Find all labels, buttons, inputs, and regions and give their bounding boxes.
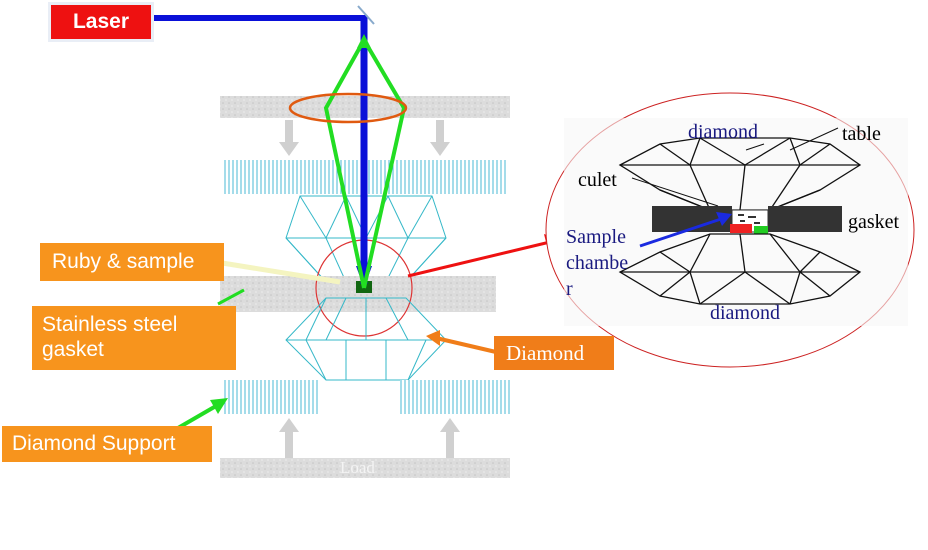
inset-particles — [738, 214, 760, 224]
inset-diamond-bottom-label: diamond — [710, 302, 780, 324]
green-beams — [323, 34, 407, 289]
inset-sample-chamber-label: Sample chambe r — [566, 224, 628, 302]
inset-sample-green — [754, 226, 768, 234]
inset-culet-label: culet — [578, 169, 617, 191]
lens-ellipse — [288, 92, 408, 124]
gasket-label: Stainless steel gasket — [32, 306, 236, 370]
inset-gasket-right — [768, 206, 842, 232]
mirror — [357, 5, 375, 25]
support-pointer — [176, 398, 228, 430]
ruby-pointer — [215, 259, 341, 285]
gasket-pointer — [217, 288, 245, 306]
ruby-sample-label: Ruby & sample — [40, 243, 224, 281]
diamond-support-label: Diamond Support — [2, 426, 212, 462]
inset-gasket-label: gasket — [848, 211, 900, 233]
gasket-label-line2: gasket — [42, 338, 104, 361]
laser-label: Laser — [48, 2, 154, 42]
laser-label-text: Laser — [51, 5, 151, 39]
inset-leaders — [631, 127, 839, 207]
inset-sample-arrow — [639, 212, 732, 248]
inset-ruby — [730, 224, 752, 233]
inset-lower-diamond — [618, 233, 862, 305]
lower-support-right — [400, 380, 510, 414]
inset-sample-line3: r — [566, 278, 573, 300]
inset-sample-line1: Sample — [566, 226, 626, 248]
gasket-label-line1: Stainless steel — [42, 313, 178, 336]
inset-upper-diamond — [618, 137, 862, 211]
press-arrows-bottom — [279, 418, 460, 458]
load-label: Load — [340, 458, 375, 477]
press-arrows-top — [279, 120, 450, 156]
diamond-pointer — [426, 330, 497, 354]
lower-support-left — [222, 380, 320, 414]
inset-table-label: table — [842, 123, 881, 145]
inset-diamond-top-label: diamond — [688, 121, 758, 143]
inset-sample-line2: chambe — [566, 252, 629, 274]
diamond-label: Diamond — [494, 336, 614, 370]
load-plate — [220, 458, 510, 478]
